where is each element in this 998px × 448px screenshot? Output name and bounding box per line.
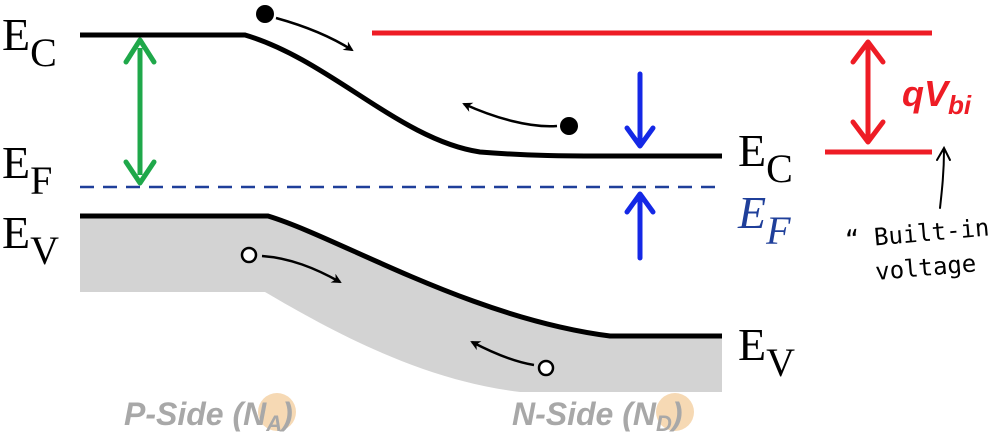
hole-diffusion-arrow	[261, 254, 342, 284]
n-side-highlight	[656, 393, 694, 431]
note-pointer-arrow	[936, 145, 951, 209]
qvbi-label: qVbi	[902, 73, 972, 120]
p-side-highlight	[258, 393, 296, 431]
fermi-gap-arrows	[624, 71, 656, 261]
ec-right-label: EC	[738, 125, 793, 191]
electron-n-side	[560, 117, 578, 135]
ec-left-label: EC	[2, 9, 57, 75]
valence-band-edge	[80, 213, 722, 339]
electron-p-side	[256, 5, 274, 23]
ef-left-label: EF	[2, 137, 52, 203]
hole-drift-arrow	[470, 340, 535, 367]
gap-double-arrow	[123, 37, 157, 186]
electron-drift-arrow	[275, 16, 354, 52]
conduction-band-edge	[80, 32, 722, 159]
vbi-double-arrow	[850, 39, 886, 145]
valence-band-shading	[80, 218, 722, 392]
ev-right-label: EV	[738, 319, 795, 385]
hole-p-side	[240, 246, 258, 264]
ev-left-label: EV	[2, 207, 59, 273]
p-side-label: P-Side (NA)	[124, 396, 293, 436]
hole-n-side	[537, 359, 555, 377]
ef-right-label: EF	[737, 187, 791, 253]
n-side-label: N-Side (ND)	[512, 396, 683, 436]
electron-diffusion-arrow	[462, 102, 558, 128]
note-line-1: “ Built-in	[844, 213, 990, 253]
note-line-2: voltage	[874, 249, 977, 286]
